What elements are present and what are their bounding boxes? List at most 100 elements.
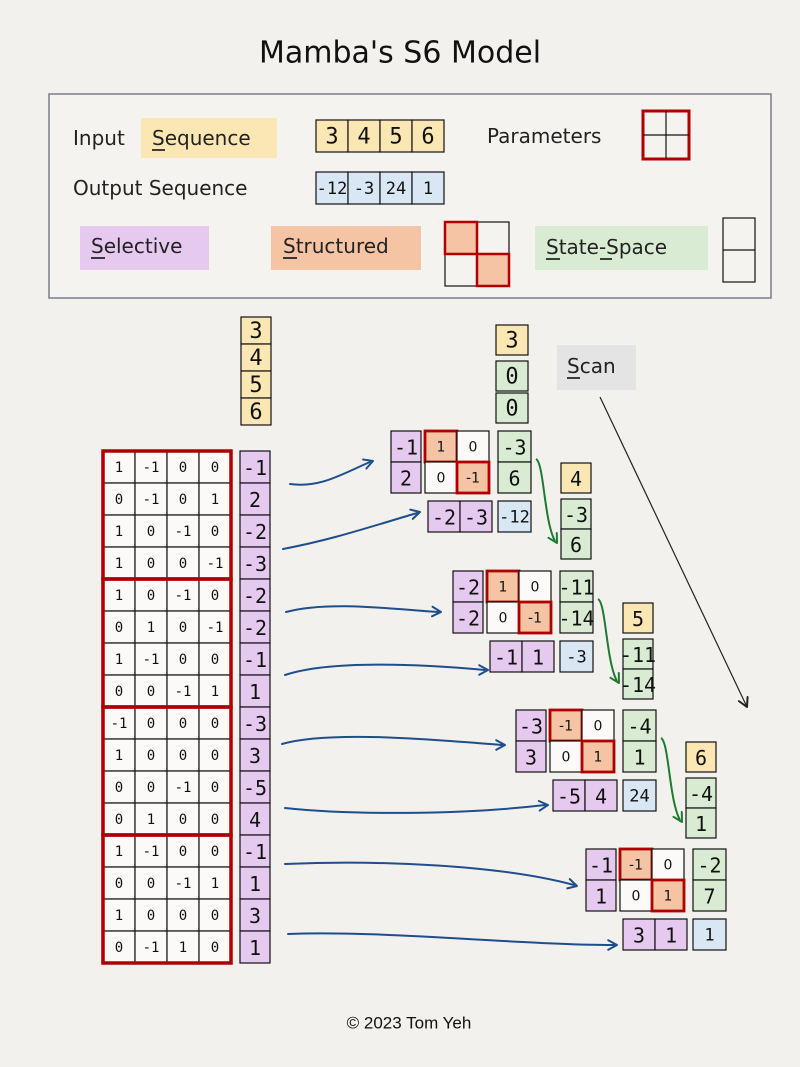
weight-cell: [166, 642, 200, 676]
step-A-diag-border: [517, 600, 553, 635]
weight-cell-value: 0: [179, 652, 187, 668]
weight-cell-value: 1: [179, 940, 187, 956]
weight-cell-value: 0: [211, 748, 219, 764]
weight-cell-value: 0: [179, 748, 187, 764]
projection-cell: [239, 898, 271, 932]
step-C-cell-value: -5: [557, 785, 581, 809]
state-carry-arrow-head: [609, 672, 620, 684]
step-A-value: 0: [437, 471, 446, 487]
flow-arrow-1: [289, 461, 371, 486]
initial-state-cell-value: 0: [505, 397, 518, 422]
next-state-cell-value: -4: [689, 782, 713, 806]
legend-structured-chip: [271, 226, 421, 270]
step-A-value: 0: [469, 440, 478, 456]
weight-cell-value: -1: [175, 524, 192, 540]
step-state-cell-value: -4: [627, 715, 651, 739]
weight-cell-value: 0: [179, 908, 187, 924]
weight-cell-value: 1: [115, 460, 123, 476]
weight-cell: [102, 834, 136, 868]
weight-cell-value: 0: [211, 652, 219, 668]
legend-structured-label: Structured: [283, 234, 389, 258]
weight-cell: [102, 450, 136, 484]
weight-cell-value: 1: [211, 684, 219, 700]
weight-cell-value: 0: [147, 908, 155, 924]
step-A-value: 0: [562, 750, 571, 766]
next-state-cell-value: 6: [570, 533, 582, 557]
step-C-cell-value: 1: [665, 924, 677, 948]
step-delta-cell-value: 2: [400, 467, 412, 491]
weight-cell-value: 0: [147, 716, 155, 732]
projection-cell-value: 3: [249, 744, 261, 768]
weight-cell-value: 0: [211, 588, 219, 604]
weight-cell-value: 1: [147, 620, 155, 636]
projection-cell-value: 1: [249, 872, 261, 896]
next-state-cell-value: 1: [695, 812, 707, 836]
input-column-cell-value: 3: [249, 319, 262, 344]
legend-structured-diag-cell: [475, 252, 511, 288]
legend-input-cell: [347, 119, 381, 153]
next-state-cell: [622, 638, 654, 670]
weight-cell: [134, 642, 168, 676]
weight-cell-value: 1: [115, 524, 123, 540]
next-input-cell: [560, 462, 592, 494]
step-delta-cell: [452, 601, 484, 634]
step-output-cell-value: -12: [499, 508, 530, 528]
next-input-cell: [622, 602, 654, 634]
flow-arrow-7-head: [566, 878, 578, 890]
flow-arrow-5-head: [495, 739, 506, 751]
weight-cell: [134, 866, 168, 900]
weight-cell-value: 1: [115, 844, 123, 860]
input-column-cell-value: 5: [249, 373, 262, 398]
weight-cell-value: 1: [115, 908, 123, 924]
step-A-value: 0: [499, 611, 508, 627]
step-delta-cell-value: -1: [589, 854, 613, 878]
legend-selective-label: Selective: [91, 234, 182, 258]
flow-arrow-4: [284, 663, 486, 676]
step-A-value: 0: [594, 719, 603, 735]
step-A-cell: [549, 740, 583, 773]
weight-cell-value: -1: [175, 876, 192, 892]
weight-cell: [134, 834, 168, 868]
weight-cell-value: 0: [211, 844, 219, 860]
step-delta-cell-value: -2: [456, 607, 480, 631]
scan-arrow-head: [737, 696, 749, 708]
projection-cell: [239, 674, 271, 708]
projection-cell: [239, 866, 271, 900]
step-state-cell-value: 6: [508, 467, 520, 491]
weight-cell-value: 0: [147, 588, 155, 604]
weight-cell-value: 0: [179, 812, 187, 828]
next-input-cell: [685, 741, 717, 773]
step-state-cell: [622, 709, 657, 742]
step-state-cell-value: 7: [703, 885, 715, 909]
weight-cell-value: 0: [211, 524, 219, 540]
legend-sequence-highlight: [141, 118, 277, 158]
step-output-cell: [497, 500, 532, 533]
legend-output-cell-value: 1: [423, 179, 433, 199]
step-C-cell-value: 4: [595, 785, 607, 809]
step-A-value: 0: [664, 858, 673, 874]
weight-cell-value: 0: [179, 556, 187, 572]
weight-cell-value: 1: [211, 876, 219, 892]
flow-arrow-1-head: [362, 458, 374, 470]
step-A-value: -1: [629, 858, 643, 874]
step-C-cell: [427, 500, 461, 533]
weight-cell-value: 0: [115, 620, 123, 636]
projection-cell: [239, 834, 271, 868]
weight-cell-value: -1: [143, 492, 160, 508]
weight-cell: [102, 866, 136, 900]
step-delta-cell-value: -2: [456, 576, 480, 600]
projection-cell-value: 4: [249, 808, 261, 832]
step-A-value: 1: [437, 440, 446, 456]
step-A-cell: [424, 430, 458, 463]
weight-cell-value: 0: [115, 780, 123, 796]
weight-cell-value: 0: [211, 812, 219, 828]
flow-arrow-6-head: [537, 799, 549, 812]
next-state-cell: [560, 528, 592, 560]
flow-arrow-3: [285, 605, 439, 613]
weight-cell: [166, 866, 200, 900]
step-state-cell: [622, 740, 657, 773]
step-A-value: 1: [664, 889, 673, 905]
weight-cell: [198, 866, 232, 900]
flow-arrow-2: [282, 512, 418, 550]
weight-cell: [198, 898, 232, 932]
